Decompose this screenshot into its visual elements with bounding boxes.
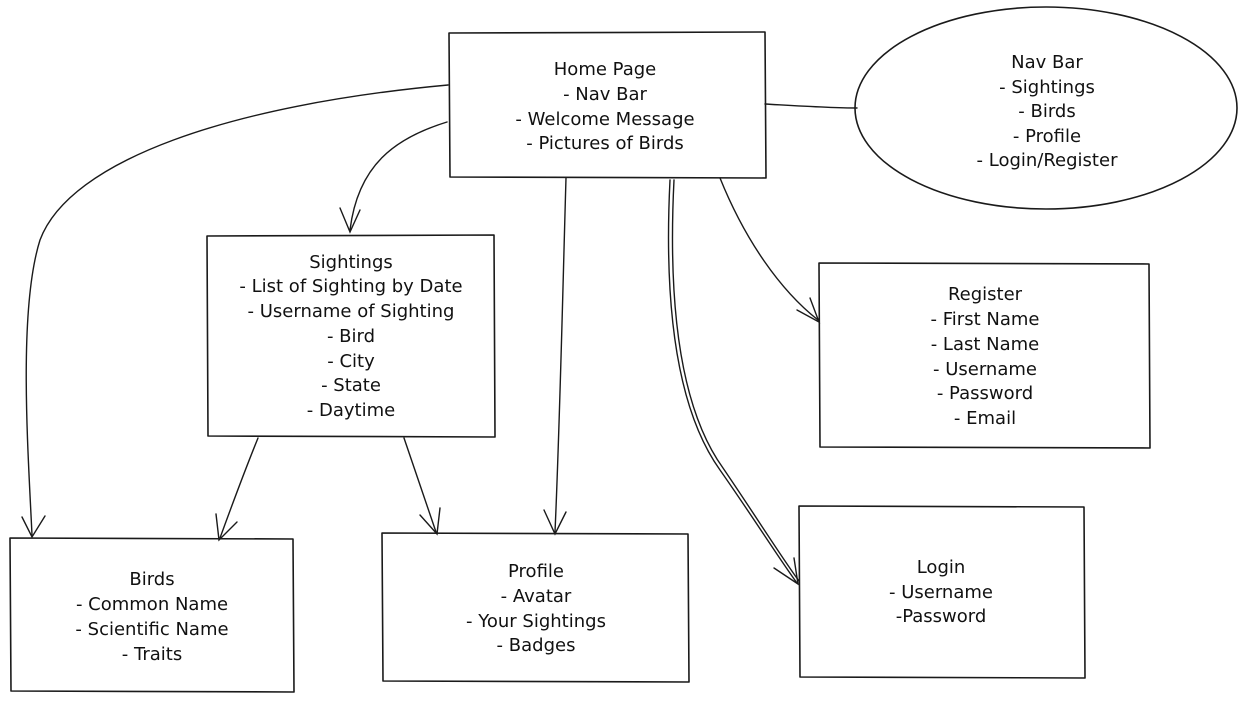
edge-sightings-profile <box>403 437 437 533</box>
birds-title: Birds <box>129 569 174 590</box>
register-title: Register <box>948 284 1023 305</box>
arrowhead-sightings-birds <box>215 513 238 542</box>
sightings-item: - Bird <box>327 326 375 347</box>
sightings-title: Sightings <box>309 252 393 273</box>
sightings-item: - Username of Sighting <box>248 301 455 322</box>
login-item: -Password <box>896 606 987 627</box>
sightings-item: - City <box>327 351 375 372</box>
profile-item: - Avatar <box>501 586 572 607</box>
register-item: - Last Name <box>931 334 1040 355</box>
sightings-item: - State <box>321 375 381 396</box>
birds-item: - Common Name <box>76 594 228 615</box>
register-item: - Password <box>937 383 1033 404</box>
nav-bar-ellipse <box>854 6 1238 210</box>
home-page-box <box>448 31 767 179</box>
profile-item: - Badges <box>497 635 576 656</box>
register-box <box>818 262 1151 449</box>
home-page-item: - Nav Bar <box>563 84 647 105</box>
login-box <box>798 505 1086 679</box>
home-page-item: - Pictures of Birds <box>526 133 684 154</box>
nav-bar-node: Nav Bar - Sightings - Birds - Profile - … <box>854 6 1238 210</box>
nav-bar-title: Nav Bar <box>1011 52 1083 73</box>
edge-home-navbar <box>764 103 858 109</box>
sightings-item: - List of Sighting by Date <box>239 276 462 297</box>
register-node: Register - First Name - Last Name - User… <box>818 262 1151 449</box>
nav-bar-item: - Sightings <box>999 77 1095 98</box>
login-title: Login <box>917 557 966 578</box>
profile-node: Profile - Avatar - Your Sightings - Badg… <box>381 532 690 683</box>
edges <box>21 84 858 586</box>
login-item: - Username <box>889 582 993 603</box>
profile-item: - Your Sightings <box>466 611 606 632</box>
register-item: - Username <box>933 359 1037 380</box>
register-item: - Email <box>954 408 1016 429</box>
login-node: Login - Username -Password <box>798 505 1086 679</box>
birds-node: Birds - Common Name - Scientific Name - … <box>9 537 295 693</box>
register-item: - First Name <box>931 309 1040 330</box>
profile-title: Profile <box>508 561 564 582</box>
nav-bar-item: - Profile <box>1013 126 1081 147</box>
birds-box <box>9 537 295 693</box>
birds-item: - Traits <box>122 644 182 665</box>
edge-home-login <box>667 179 798 584</box>
nav-bar-item: - Login/Register <box>977 150 1119 171</box>
profile-box <box>381 532 690 683</box>
home-page-title: Home Page <box>554 59 656 80</box>
nav-bar-item: - Birds <box>1018 101 1075 122</box>
sightings-item: - Daytime <box>307 400 395 421</box>
edge-home-profile <box>554 177 567 533</box>
edge-home-login-doubled <box>671 179 800 582</box>
arrowhead-home-login <box>773 557 799 586</box>
edge-home-birds <box>25 84 449 536</box>
arrowhead-home-birds <box>21 515 46 539</box>
sightings-box <box>206 234 496 438</box>
edge-home-sightings <box>349 121 448 231</box>
edge-home-register <box>719 177 819 321</box>
home-page-item: - Welcome Message <box>515 109 694 130</box>
arrowhead-home-sightings <box>339 207 361 234</box>
home-page-node: Home Page - Nav Bar - Welcome Message - … <box>448 31 767 179</box>
birds-item: - Scientific Name <box>75 619 228 640</box>
edge-sightings-birds <box>219 437 259 539</box>
arrowhead-sightings-profile <box>419 507 441 536</box>
sightings-node: Sightings - List of Sighting by Date - U… <box>206 234 496 438</box>
